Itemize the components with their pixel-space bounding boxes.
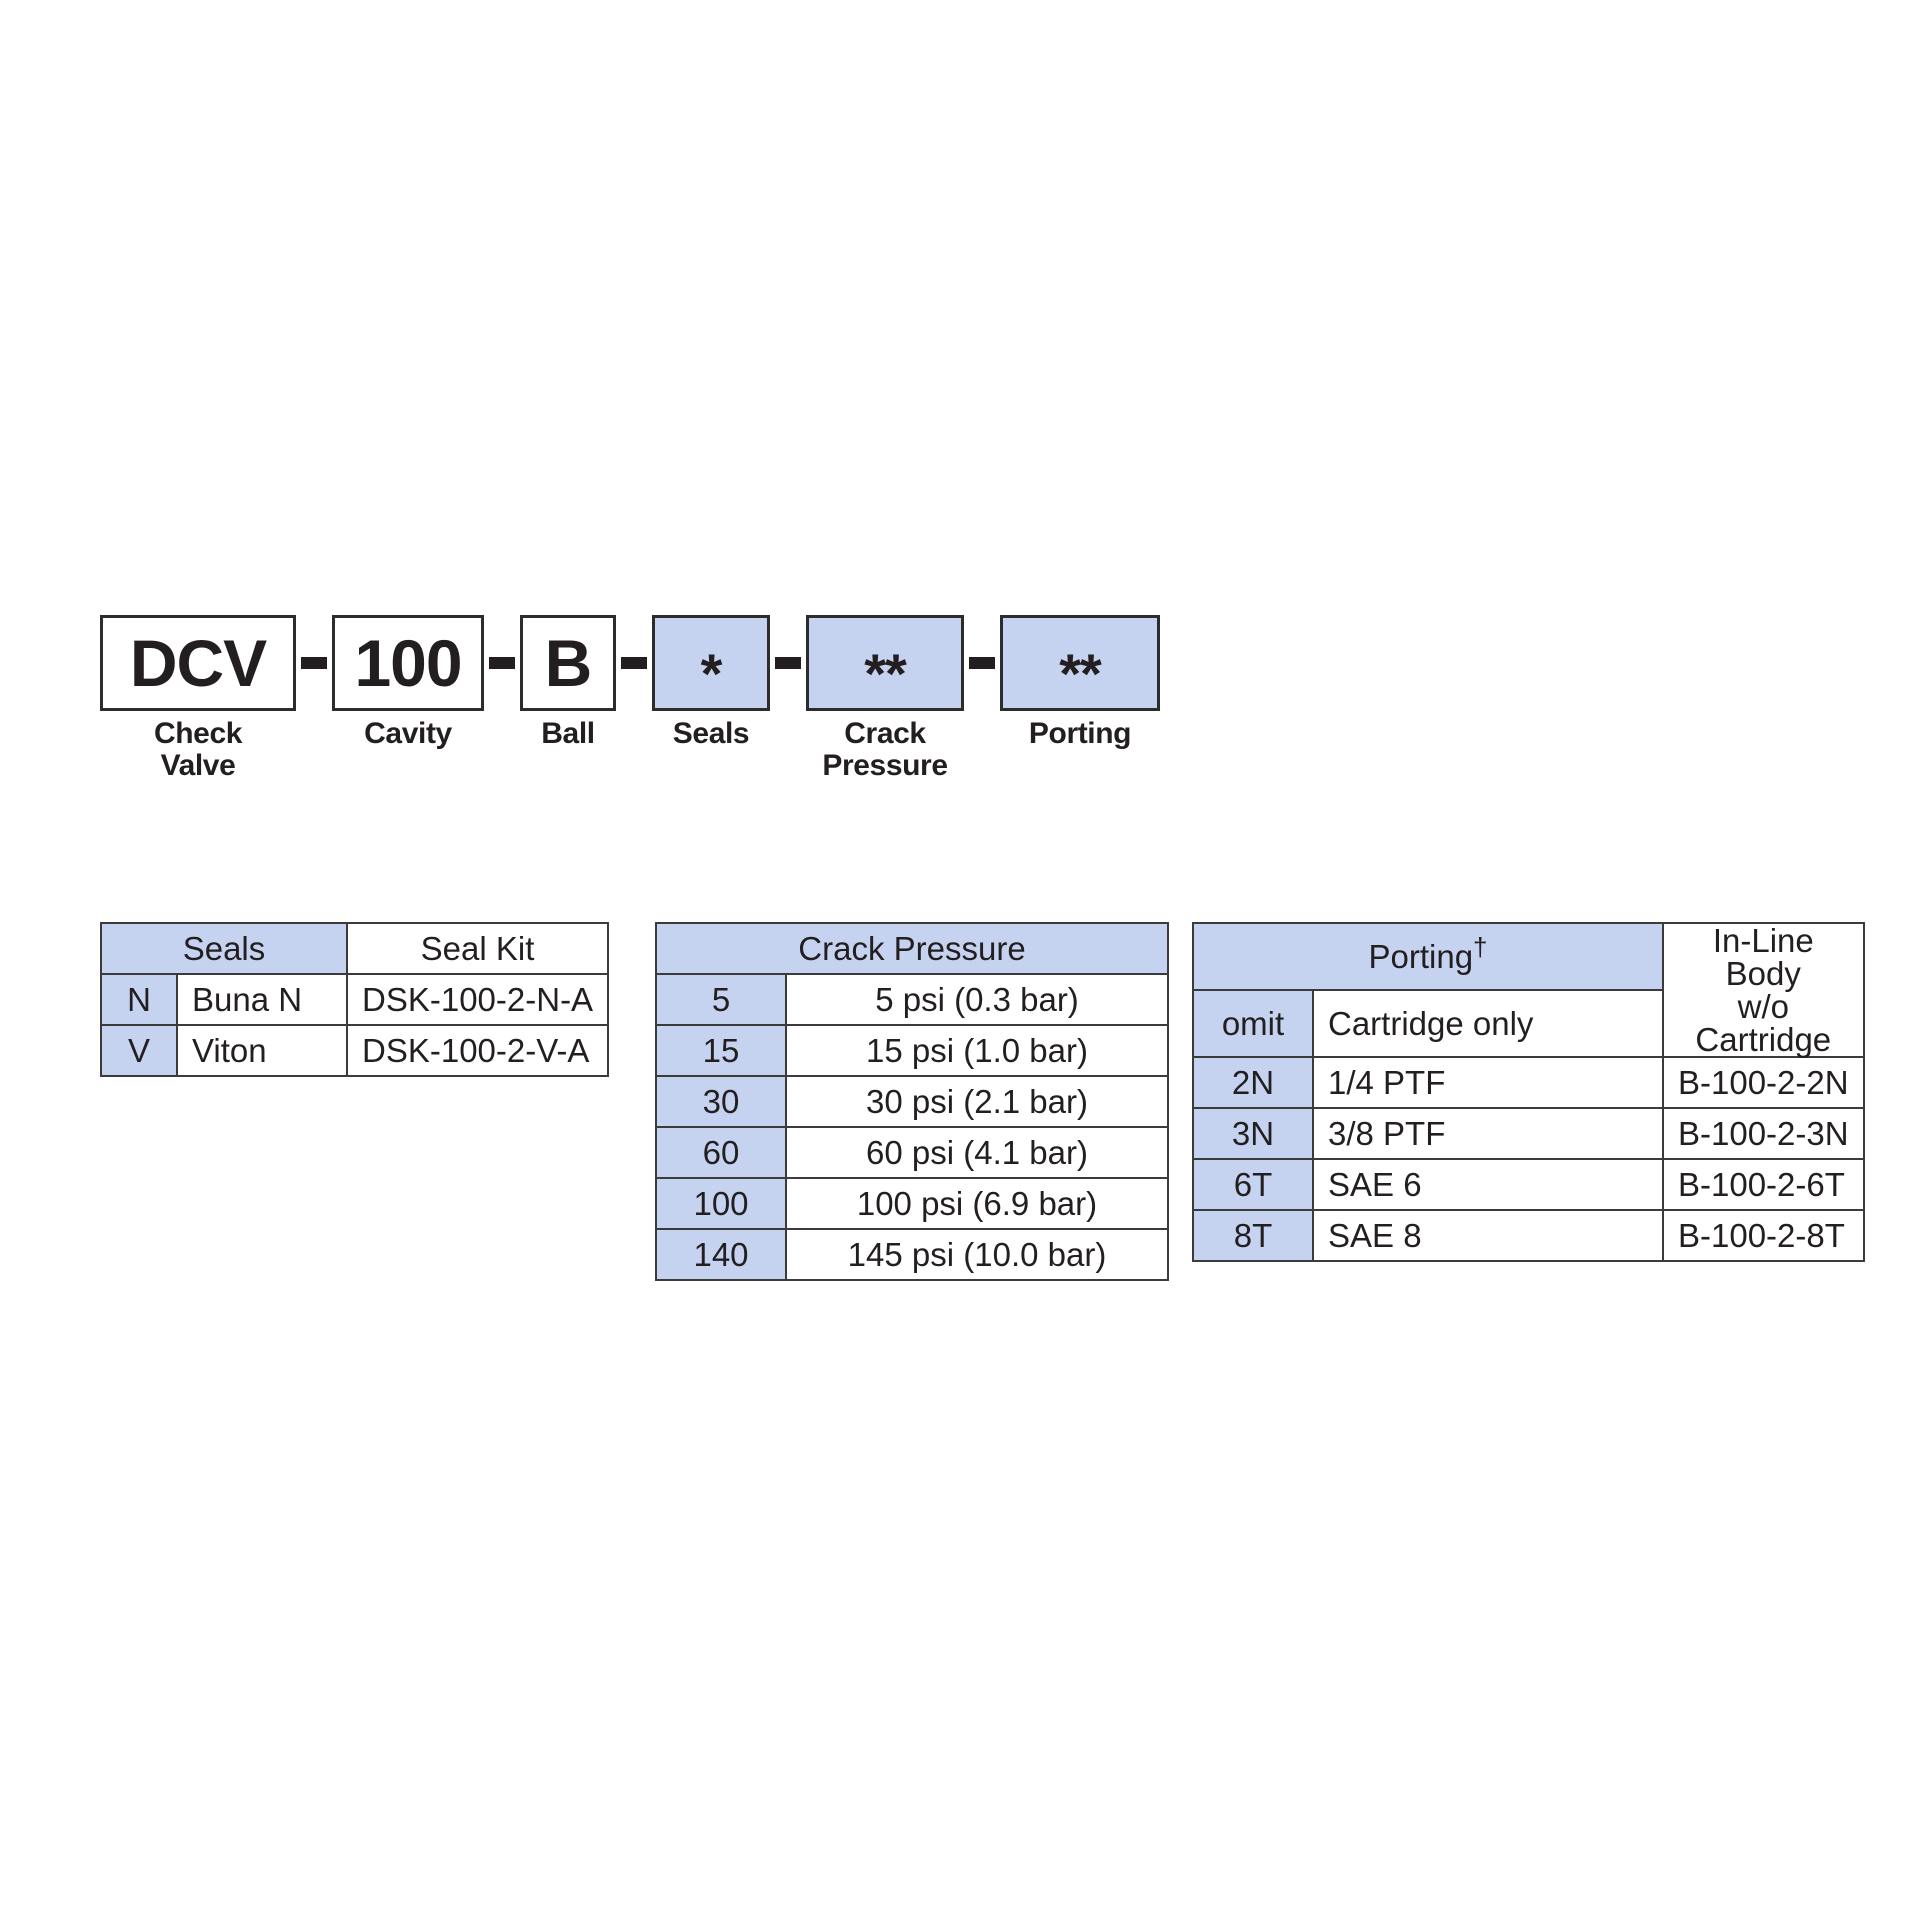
seals-table: Seals Seal Kit N Buna N DSK-100-2-N-A V … xyxy=(100,922,610,1077)
table-row: 6T SAE 6 B-100-2-6T xyxy=(1192,1158,1865,1211)
porting-body-2n: B-100-2-2N xyxy=(1662,1056,1865,1109)
code-segment-crack-pressure: ** Crack Pressure xyxy=(806,615,964,783)
code-label-check-valve: Check Valve xyxy=(153,717,243,783)
crack-value-100: 100 psi (6.9 bar) xyxy=(785,1177,1169,1230)
crack-code-30: 30 xyxy=(655,1075,787,1128)
table-row: 5 5 psi (0.3 bar) xyxy=(655,973,1169,1026)
crack-value-60: 60 psi (4.1 bar) xyxy=(785,1126,1169,1179)
porting-body-8t: B-100-2-8T xyxy=(1662,1209,1865,1262)
model-code-builder: DCV Check Valve 100 Cavity B Ball * Seal… xyxy=(100,615,1160,783)
table-header-row: Crack Pressure xyxy=(655,922,1169,975)
crack-code-15: 15 xyxy=(655,1024,787,1077)
code-box-check-valve[interactable]: DCV xyxy=(100,615,296,711)
porting-code-omit: omit xyxy=(1192,989,1314,1058)
code-label-cavity: Cavity xyxy=(364,717,452,750)
porting-desc-omit: Cartridge only xyxy=(1312,989,1664,1058)
table-row: 60 60 psi (4.1 bar) xyxy=(655,1126,1169,1179)
crack-code-60: 60 xyxy=(655,1126,787,1179)
code-box-seals[interactable]: * xyxy=(652,615,770,711)
table-header-row: Seals Seal Kit xyxy=(100,922,610,975)
porting-code-8t: 8T xyxy=(1192,1209,1314,1262)
code-segment-check-valve: DCV Check Valve xyxy=(100,615,296,783)
code-box-porting[interactable]: ** xyxy=(1000,615,1160,711)
crack-code-100: 100 xyxy=(655,1177,787,1230)
code-box-crack-pressure[interactable]: ** xyxy=(806,615,964,711)
code-segment-ball: B Ball xyxy=(520,615,616,750)
seals-code-v: V xyxy=(100,1024,178,1077)
table-row: 30 30 psi (2.1 bar) xyxy=(655,1075,1169,1128)
porting-title-text: Porting xyxy=(1368,938,1474,975)
inline-body-header: In-Line Body w/o Cartridge xyxy=(1662,922,1865,1058)
crack-value-140: 145 psi (10.0 bar) xyxy=(785,1228,1169,1281)
porting-code-3n: 3N xyxy=(1192,1107,1314,1160)
crack-pressure-title: Crack Pressure xyxy=(655,922,1169,975)
seals-material-n: Buna N xyxy=(176,973,348,1026)
separator-dash-2 xyxy=(484,615,520,711)
separator-dash-1 xyxy=(296,615,332,711)
code-label-ball: Ball xyxy=(541,717,595,750)
code-label-seals: Seals xyxy=(672,717,750,750)
code-box-cavity[interactable]: 100 xyxy=(332,615,484,711)
seals-title: Seals xyxy=(100,922,348,975)
porting-body-6t: B-100-2-6T xyxy=(1662,1158,1865,1211)
dagger-marker: † xyxy=(1473,932,1488,962)
porting-desc-2n: 1/4 PTF xyxy=(1312,1056,1664,1109)
separator-dash-4 xyxy=(770,615,806,711)
seal-kit-header: Seal Kit xyxy=(345,922,610,975)
table-row: 3N 3/8 PTF B-100-2-3N xyxy=(1192,1107,1865,1160)
seals-kit-v: DSK-100-2-V-A xyxy=(345,1024,610,1077)
code-label-crack-pressure: Crack Pressure xyxy=(822,717,948,783)
table-row: 140 145 psi (10.0 bar) xyxy=(655,1228,1169,1281)
seals-kit-n: DSK-100-2-N-A xyxy=(345,973,610,1026)
code-segment-porting: ** Porting xyxy=(1000,615,1160,750)
porting-code-2n: 2N xyxy=(1192,1056,1314,1109)
code-segment-cavity: 100 Cavity xyxy=(332,615,484,750)
porting-desc-8t: SAE 8 xyxy=(1312,1209,1664,1262)
table-row: omit Cartridge only xyxy=(1192,989,1864,1058)
porting-table: Porting† In-Line Body w/o Cartridge omit… xyxy=(1192,922,1865,1262)
crack-value-30: 30 psi (2.1 bar) xyxy=(785,1075,1169,1128)
seals-code-n: N xyxy=(100,973,178,1026)
porting-desc-6t: SAE 6 xyxy=(1312,1158,1664,1211)
crack-pressure-table: Crack Pressure 5 5 psi (0.3 bar) 15 15 p… xyxy=(655,922,1169,1281)
porting-body-3n: B-100-2-3N xyxy=(1662,1107,1865,1160)
seals-material-v: Viton xyxy=(176,1024,348,1077)
crack-value-15: 15 psi (1.0 bar) xyxy=(785,1024,1169,1077)
porting-code-6t: 6T xyxy=(1192,1158,1314,1211)
separator-dash-5 xyxy=(964,615,1000,711)
table-row: 8T SAE 8 B-100-2-8T xyxy=(1192,1209,1865,1262)
table-row: V Viton DSK-100-2-V-A xyxy=(100,1024,610,1077)
code-segment-seals: * Seals xyxy=(652,615,770,750)
code-box-ball[interactable]: B xyxy=(520,615,616,711)
porting-desc-3n: 3/8 PTF xyxy=(1312,1107,1664,1160)
crack-code-140: 140 xyxy=(655,1228,787,1281)
table-row: 100 100 psi (6.9 bar) xyxy=(655,1177,1169,1230)
separator-dash-3 xyxy=(616,615,652,711)
crack-value-5: 5 psi (0.3 bar) xyxy=(785,973,1169,1026)
table-row: 15 15 psi (1.0 bar) xyxy=(655,1024,1169,1077)
code-label-porting: Porting xyxy=(1028,717,1132,750)
table-row: 2N 1/4 PTF B-100-2-2N xyxy=(1192,1056,1865,1109)
crack-code-5: 5 xyxy=(655,973,787,1026)
table-header-row: Porting† In-Line Body w/o Cartridge xyxy=(1192,922,1865,1058)
porting-title: Porting† xyxy=(1192,922,1664,991)
table-row: N Buna N DSK-100-2-N-A xyxy=(100,973,610,1026)
